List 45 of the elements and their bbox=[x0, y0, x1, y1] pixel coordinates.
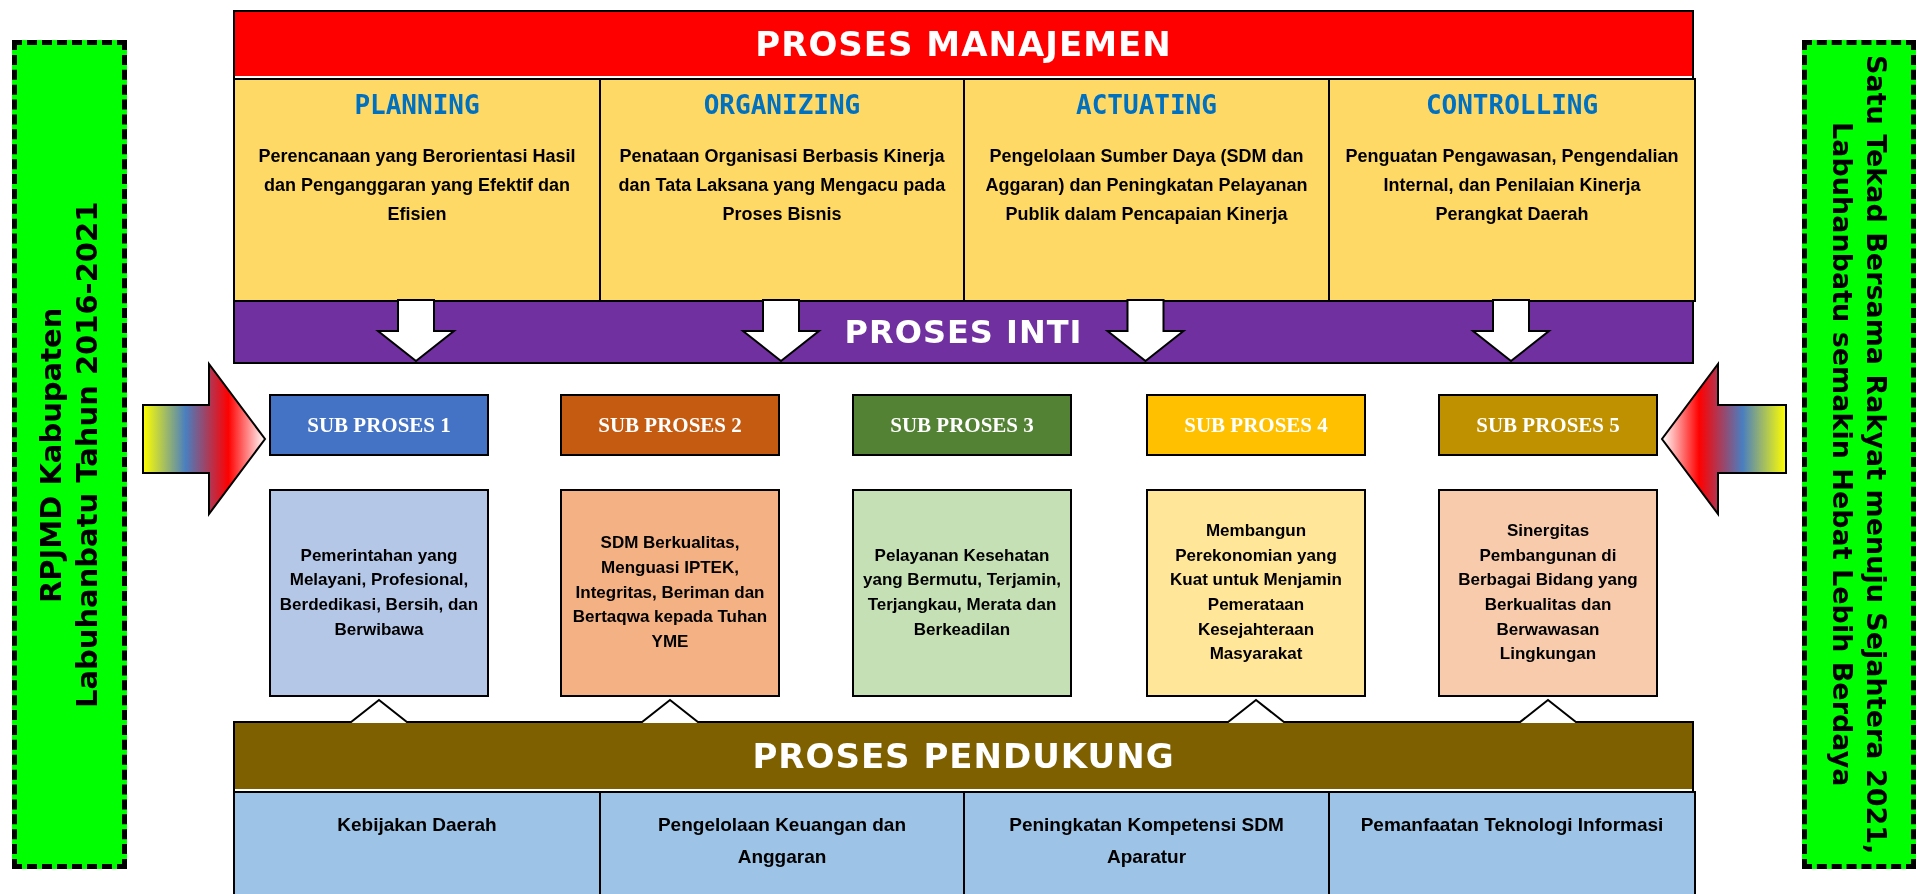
sub-process-box: Membangun Perekonomian yang Kuat untuk Menjamin Pemerataan Kesejahteraan Masyarakat bbox=[1146, 489, 1366, 697]
cell-text: Perencanaan yang Berorientasi Hasil dan Penganggaran yang Efektif dan Efisien bbox=[257, 145, 577, 226]
process-cell bbox=[601, 791, 965, 894]
gradient-block-arrow bbox=[1660, 361, 1787, 517]
sub-process-box: SDM Berkualitas, Menguasi IPTEK, Integritas, Beriman dan Bertaqwa kepada Tuhan YME bbox=[560, 489, 780, 697]
banner-text: Satu Tekad Bersama Rakyat menuju Sejahtera 2021, Labuhanbatu semakin Hebat Lebih Berdaya bbox=[1826, 53, 1893, 857]
sub-process-header: SUB PROSES 4 bbox=[1146, 394, 1366, 456]
cell-text: Penataan Organisasi Berbasis Kinerja dan Tata Laksana yang Mengacu pada Proses Bisnis bbox=[617, 145, 947, 226]
cell-heading: PLANNING bbox=[354, 90, 480, 120]
process-cell bbox=[965, 78, 1330, 302]
sub-process-header: SUB PROSES 1 bbox=[269, 394, 489, 456]
block-arrow bbox=[375, 299, 457, 363]
cell-text: Kebijakan Daerah bbox=[337, 813, 497, 837]
sub-process-header: SUB PROSES 3 bbox=[852, 394, 1072, 456]
banner-text: RPJMD Kabupaten Labuhanbatu Tahun 2016-2021 bbox=[33, 200, 106, 710]
vision-banner bbox=[12, 40, 127, 869]
block-arrow bbox=[1104, 299, 1187, 363]
process-cell bbox=[601, 78, 965, 302]
process-cell bbox=[1330, 78, 1696, 302]
band-title: PROSES MANAJEMEN bbox=[235, 12, 1692, 76]
cell-text: Penguatan Pengawasan, Pengendalian Internal, dan Penilaian Kinerja Perangkat Daerah bbox=[1344, 145, 1680, 226]
management-panel bbox=[233, 10, 1694, 300]
cell-text: Pengelolaan Sumber Daya (SDM dan Aggaran) dan Peningkatan Pelayanan Publik dalam Pencapaian Kinerja bbox=[984, 145, 1309, 226]
cell-text: Pemanfaatan Teknologi Informasi bbox=[1360, 813, 1664, 837]
support-panel bbox=[233, 721, 1694, 894]
sub-process-box: Pemerintahan yang Melayani, Profesional, Berdedikasi, Bersih, dan Berwibawa bbox=[269, 489, 489, 697]
block-arrow bbox=[1470, 299, 1552, 363]
band-title: PROSES INTI bbox=[844, 313, 1083, 351]
sub-process-box: Pelayanan Kesehatan yang Bermutu, Terjamin, Terjangkau, Merata dan Berkeadilan bbox=[852, 489, 1072, 697]
process-cell bbox=[965, 791, 1330, 894]
vision-banner bbox=[1802, 40, 1916, 869]
cell-heading: ACTUATING bbox=[1076, 90, 1217, 120]
band-title: PROSES PENDUKUNG bbox=[235, 723, 1692, 789]
process-cell bbox=[1330, 791, 1696, 894]
sub-process-header: SUB PROSES 5 bbox=[1438, 394, 1658, 456]
cell-text: Peningkatan Kompetensi SDM Aparatur bbox=[1008, 813, 1285, 870]
cell-heading: ORGANIZING bbox=[703, 90, 861, 120]
process-cell bbox=[235, 791, 601, 894]
cell-heading: CONTROLLING bbox=[1425, 90, 1599, 120]
block-arrow bbox=[740, 299, 822, 363]
gradient-block-arrow bbox=[142, 361, 267, 517]
sub-process-header: SUB PROSES 2 bbox=[560, 394, 780, 456]
sub-process-box: Sinergitas Pembangunan di Berbagai Bidang yang Berkualitas dan Berwawasan Lingkungan bbox=[1438, 489, 1658, 697]
cell-text: Pengelolaan Keuangan dan Anggaran bbox=[656, 813, 908, 870]
process-cell bbox=[235, 78, 601, 302]
